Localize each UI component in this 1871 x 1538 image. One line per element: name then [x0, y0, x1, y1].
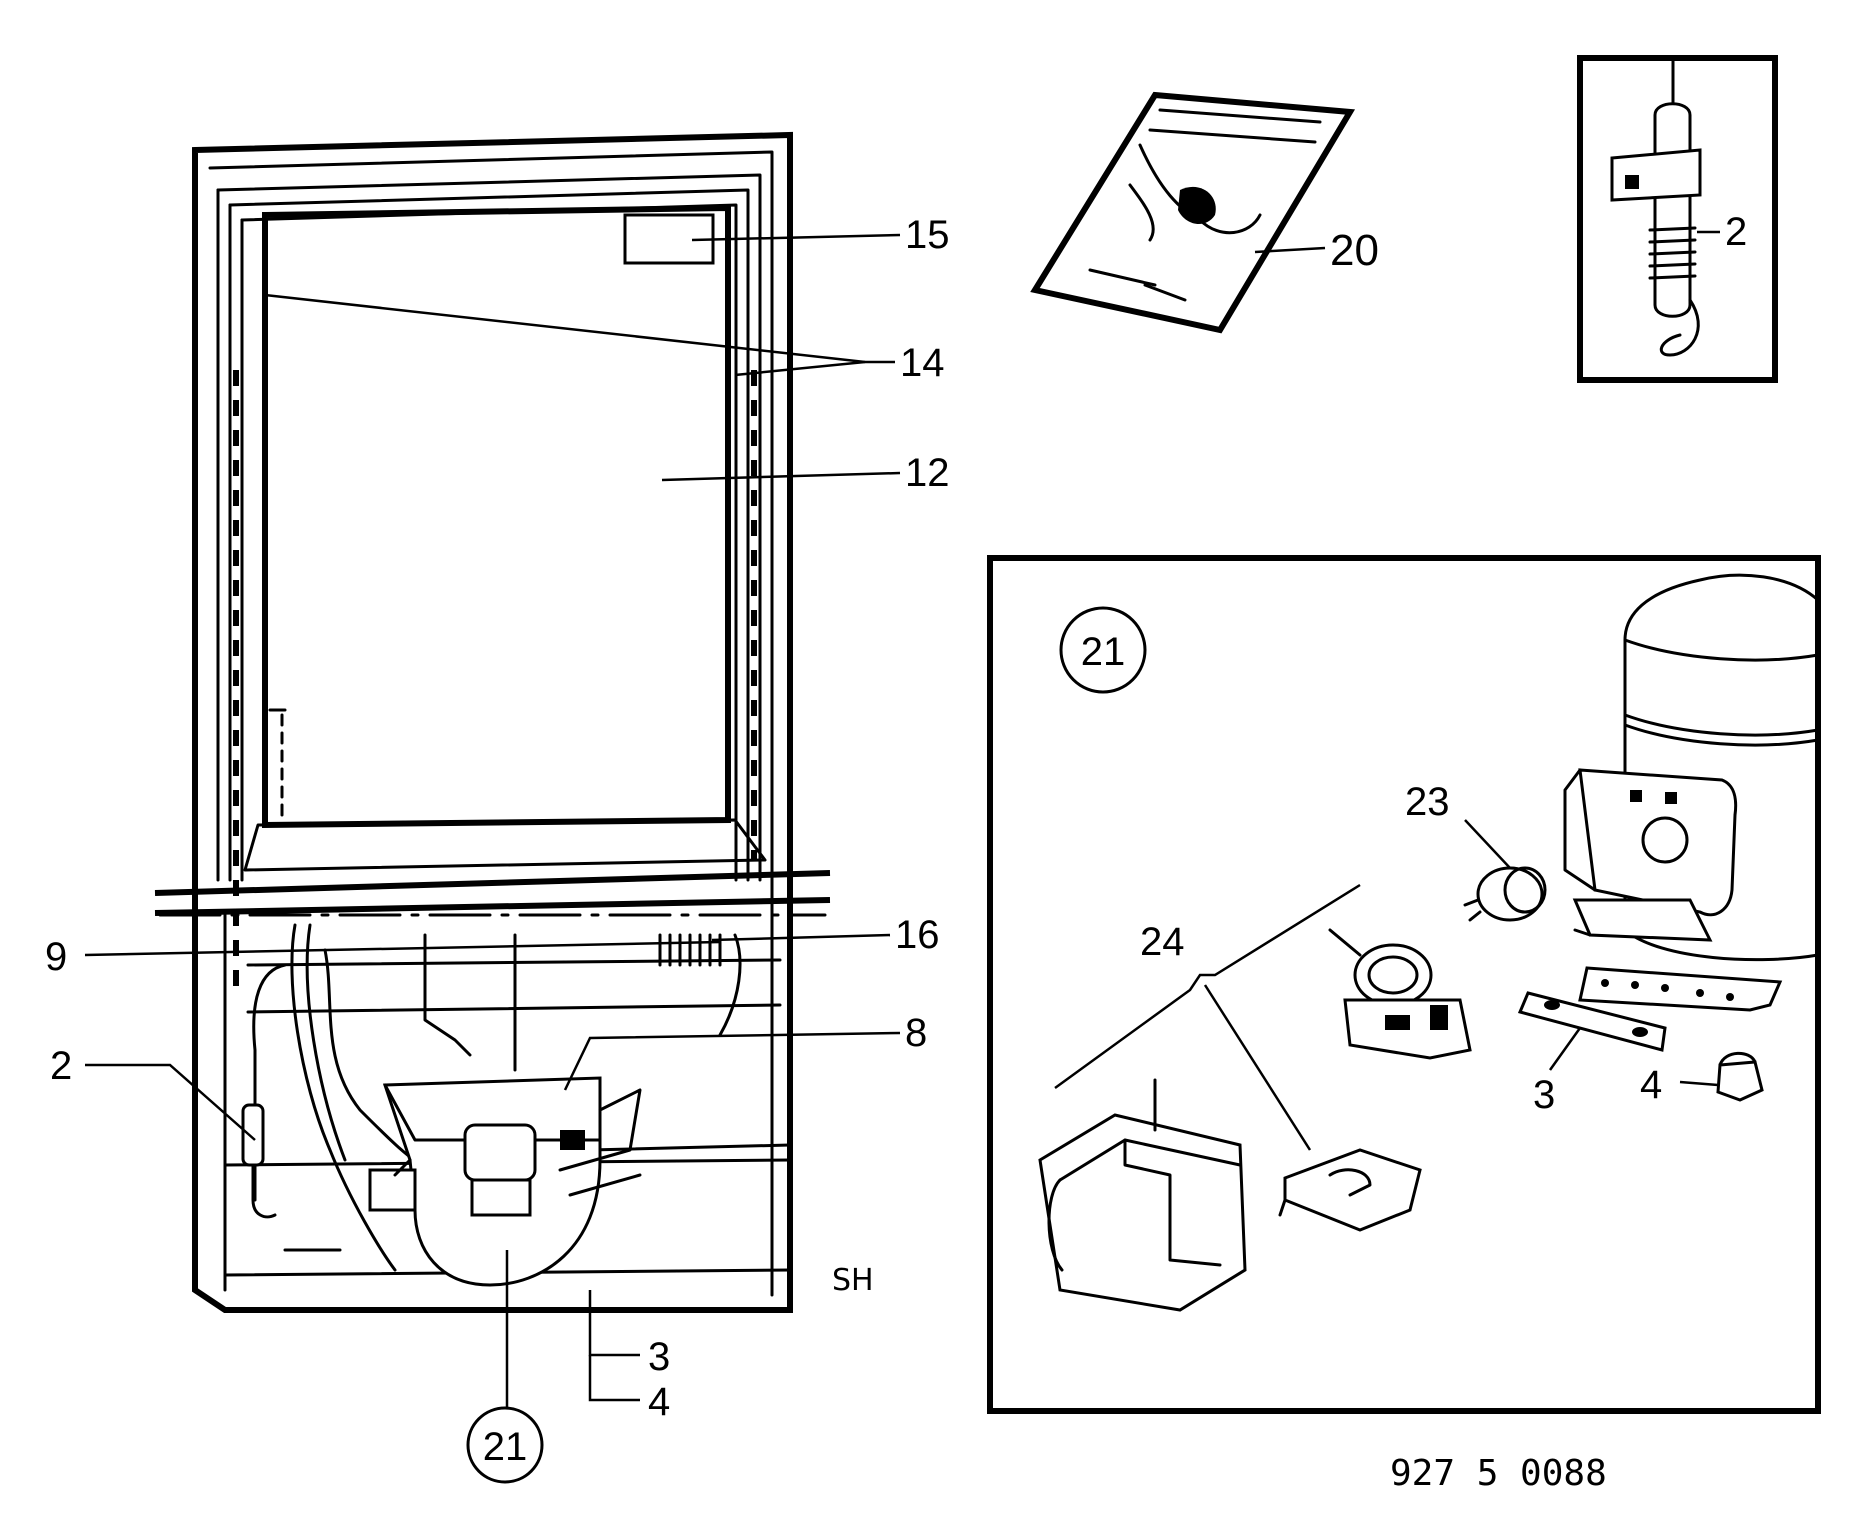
refrigerator-cabinet [154, 131, 831, 1313]
probe-spring [1648, 226, 1697, 280]
callout-3-left: 3 [648, 1335, 670, 1379]
compressor [368, 1076, 642, 1287]
overload-protector: 23 [1405, 780, 1547, 922]
callout-3-inset: 3 [1533, 1073, 1555, 1117]
starter-relay [1328, 928, 1472, 1060]
thermostat-sensor [241, 1103, 277, 1219]
left-callouts: 15 14 12 16 9 8 2 3 4 21 SH [45, 213, 950, 1484]
callout-21-inset: 21 [1081, 630, 1126, 674]
callout-2-inset: 2 [1725, 210, 1747, 254]
callout-4-left: 4 [648, 1380, 670, 1424]
cover-clip [1278, 1148, 1422, 1232]
mounting-strap: 3 [1517, 991, 1667, 1117]
side-mark: SH [832, 1263, 874, 1298]
callout-4-inset: 4 [1640, 1063, 1662, 1107]
mounting-nut: 4 [1640, 1051, 1764, 1107]
inset-electrical: 21 [987, 555, 1821, 1414]
mounting-strip [1578, 966, 1783, 1012]
compressor-dome [1623, 573, 1820, 962]
callout-2-left: 2 [50, 1044, 72, 1088]
callout-8: 8 [905, 1011, 927, 1055]
terminal-cover [1038, 1078, 1247, 1312]
instruction-booklet: 20 [1030, 91, 1379, 334]
callout-24: 24 [1140, 920, 1185, 964]
callout-24-leaders: 24 [1054, 883, 1361, 1151]
break-lines [154, 870, 831, 917]
callout-23: 23 [1405, 780, 1450, 824]
drawing-code: 927 5 0088 [1390, 1453, 1607, 1494]
inset-frame-thermostat [1577, 55, 1778, 383]
callout-16: 16 [895, 913, 940, 957]
terminal-bracket [1563, 768, 1738, 942]
condenser-fins [658, 933, 742, 1037]
callout-9: 9 [45, 935, 67, 979]
callout-20: 20 [1330, 226, 1379, 275]
callout-circle-21-left [466, 1406, 544, 1484]
callout-14: 14 [900, 341, 945, 385]
callout-21-left: 21 [483, 1425, 528, 1469]
callout-circle-21-inset [1059, 606, 1147, 694]
callout-15: 15 [905, 213, 950, 257]
inset-thermostat: 2 [1577, 55, 1778, 383]
inset-frame-electrical [987, 555, 1821, 1414]
callout-12: 12 [905, 451, 950, 495]
